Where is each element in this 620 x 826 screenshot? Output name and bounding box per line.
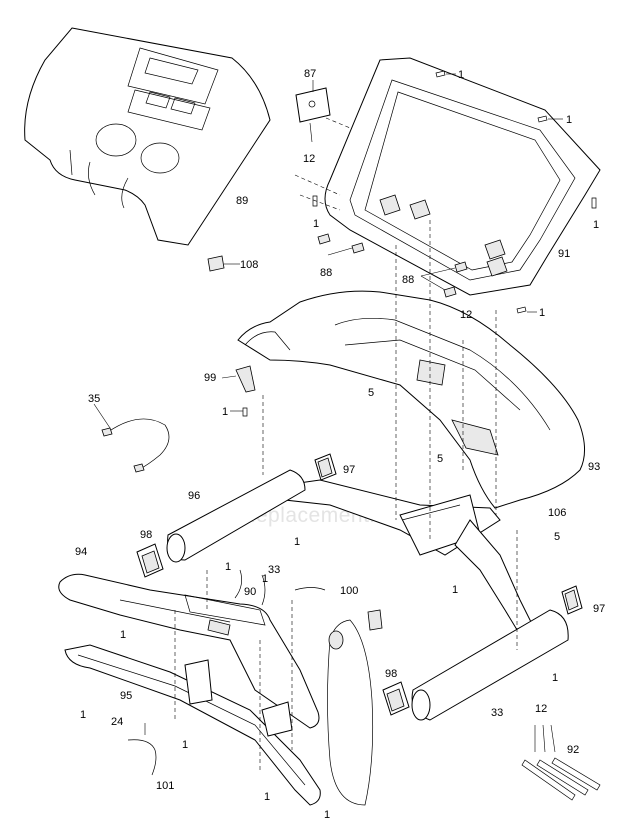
callout-24: 24 [111,716,123,728]
callout-88: 88 [320,267,332,279]
callout-91: 91 [558,248,570,260]
callout-1: 1 [225,561,231,573]
callout-106: 106 [548,507,566,519]
part-101-wire [127,723,157,776]
callout-33: 33 [268,564,280,576]
part-91-console-base [294,57,601,296]
part-87-bracket [295,80,356,143]
callout-labels: 1 1 1 1 1 1 1 1 1 1 1 1 1 1 1 1 5 5 5 12… [75,68,605,821]
callout-1: 1 [313,218,319,230]
callout-1: 1 [593,219,599,231]
callout-92: 92 [567,744,579,756]
screws-top-right [312,70,597,314]
part-96-left-tube [166,469,306,563]
callout-98: 98 [385,668,397,680]
part-35-cable [93,403,170,473]
callout-1: 1 [324,809,330,821]
callout-98: 98 [140,529,152,541]
dashed-guides [174,220,518,770]
callout-1: 1 [452,584,458,596]
callout-1: 1 [458,69,464,81]
callout-1: 1 [182,739,188,751]
callout-93: 93 [588,461,600,473]
part-90-harness [234,569,326,606]
callout-1: 1 [294,536,300,548]
part-94-base-frame [58,573,320,729]
callout-87: 87 [304,68,316,80]
callout-12: 12 [460,309,472,321]
part-92-shields [521,724,601,801]
callout-12: 12 [303,153,315,165]
part-100-belt [327,609,383,806]
callout-96: 96 [188,490,200,502]
end-caps [136,453,583,716]
callout-1: 1 [80,709,86,721]
callout-35: 35 [88,393,100,405]
callout-108: 108 [240,259,258,271]
callout-97: 97 [343,464,355,476]
callout-95: 95 [120,690,132,702]
callout-1: 1 [566,114,572,126]
part-88-clips [317,233,468,298]
callout-100: 100 [340,585,358,597]
callout-88: 88 [402,274,414,286]
callout-90: 90 [244,586,256,598]
callout-5: 5 [437,453,443,465]
callout-5: 5 [554,531,560,543]
callout-33: 33 [491,707,503,719]
callout-94: 94 [75,546,87,558]
callout-97: 97 [593,603,605,615]
callout-1: 1 [222,406,228,418]
callout-1: 1 [552,672,558,684]
part-108-clip [207,255,240,272]
callout-1: 1 [264,791,270,803]
callout-1: 1 [539,307,545,319]
callout-101: 101 [156,780,174,792]
callout-1: 1 [120,629,126,641]
callout-1: 1 [262,573,268,585]
callout-12: 12 [535,703,547,715]
callout-99: 99 [204,372,216,384]
callout-5: 5 [368,387,374,399]
part-99-clip [221,365,256,417]
right-tube [411,609,569,721]
part-89-console-overlay [24,27,271,246]
part-93-hood [237,290,585,509]
callout-89: 89 [236,195,248,207]
part-95-lower-rail [64,644,321,806]
